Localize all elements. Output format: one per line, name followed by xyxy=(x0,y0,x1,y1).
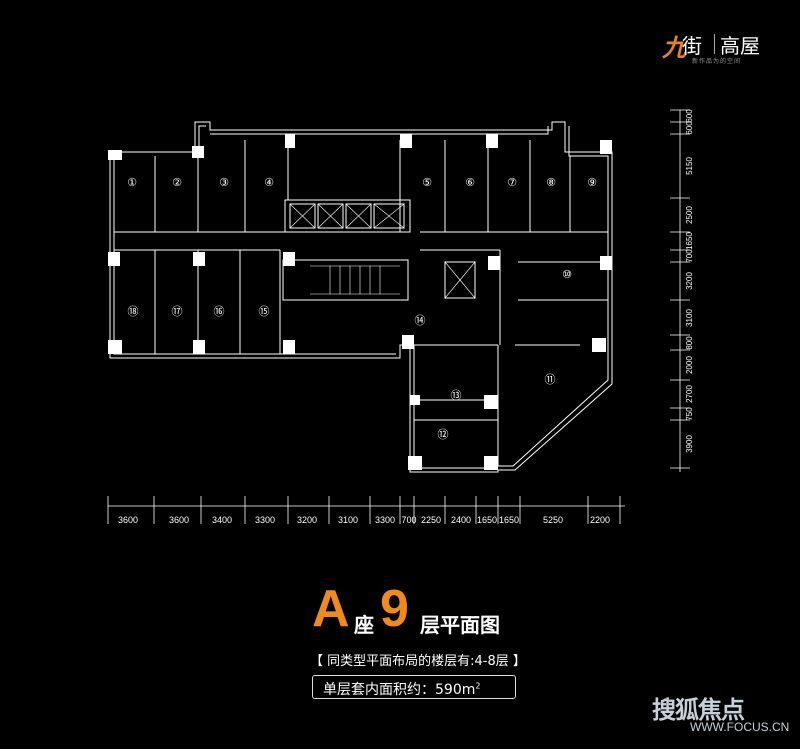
dim-right-13: 3900 xyxy=(685,435,694,453)
unit-label-9: ⑨ xyxy=(587,176,597,189)
unit-label-3: ③ xyxy=(219,176,229,189)
unit-label-1: ① xyxy=(127,176,137,189)
unit-label-5: ⑤ xyxy=(422,176,432,189)
dim-right-5: 1650 xyxy=(685,232,694,250)
plan-title: A 座 9 层平面图 xyxy=(312,580,612,645)
unit-label-8: ⑧ xyxy=(546,176,556,189)
title-floor: 9 xyxy=(380,580,409,638)
dim-right-10: 2000 xyxy=(685,356,694,374)
dim-bottom-10: 2400 xyxy=(451,515,471,525)
unit-label-7: ⑦ xyxy=(507,176,517,189)
dim-right-1: 600 xyxy=(685,109,694,123)
watermark-line2: WWW.FOCUS.CN xyxy=(690,720,790,734)
building-outline xyxy=(109,121,613,473)
dim-right-8: 3100 xyxy=(685,309,694,327)
dim-right-3: 5150 xyxy=(685,157,694,175)
unit-label-14: ⑭ xyxy=(415,314,426,327)
watermark-line1: 搜狐焦点 xyxy=(652,696,745,724)
dim-bottom-11: 1650 xyxy=(477,515,497,525)
brand-tagline: 新作品为的空间 xyxy=(692,59,742,65)
title-zuo: 座 xyxy=(354,613,374,637)
dim-bottom-12: 1650 xyxy=(499,515,519,525)
title-letter: A xyxy=(312,580,350,638)
area-text: 单层套内面积约：590m2 xyxy=(323,679,480,699)
title-rest: 层平面图 xyxy=(420,613,500,637)
dim-right-9: 800 xyxy=(685,336,694,350)
unit-label-15: ⑮ xyxy=(259,305,270,318)
unit-label-2: ② xyxy=(172,176,182,189)
brand-name: 高屋 xyxy=(720,34,760,58)
area-box: 单层套内面积约：590m2 xyxy=(312,675,516,699)
dim-right-11: 2700 xyxy=(685,385,694,403)
area-label: 单层套内面积约：590m xyxy=(323,682,476,698)
brand-divider xyxy=(714,34,715,54)
dim-right-2: 600 xyxy=(685,121,694,135)
unit-label-16: ⑯ xyxy=(214,305,225,318)
dim-bottom-14: 2200 xyxy=(590,515,610,525)
unit-label-17: ⑰ xyxy=(172,305,183,318)
dim-bottom-9: 2250 xyxy=(421,515,441,525)
dim-bottom-2: 3600 xyxy=(169,515,189,525)
dimension-right xyxy=(670,109,690,472)
area-sup: 2 xyxy=(475,681,481,691)
watermark: 搜狐焦点 WWW.FOCUS.CN xyxy=(652,690,792,740)
unit-label-12: ⑫ xyxy=(438,428,449,441)
stair-core xyxy=(282,259,409,301)
brand-mark: 九 xyxy=(662,33,686,62)
dim-right-12: 750 xyxy=(685,407,694,421)
dim-right-7: 3200 xyxy=(685,272,694,290)
dim-bottom-13: 5250 xyxy=(543,515,563,525)
unit-label-13: ⑬ xyxy=(451,389,462,402)
dimension-bottom xyxy=(107,496,625,524)
unit-label-18: ⑱ xyxy=(128,305,139,318)
dim-bottom-4: 3300 xyxy=(255,515,275,525)
unit-label-11: ⑪ xyxy=(545,373,556,386)
dim-bottom-8: 700 xyxy=(401,515,416,525)
unit-label-10: ⑩ xyxy=(562,268,572,281)
unit-label-6: ⑥ xyxy=(465,176,475,189)
dim-right-4: 2500 xyxy=(685,206,694,224)
dim-bottom-3: 3400 xyxy=(212,515,232,525)
elevator-core xyxy=(284,199,411,233)
dim-bottom-1: 3600 xyxy=(118,515,138,525)
brand-mark-2: 街 xyxy=(682,34,702,58)
brand-logo: 九 街 高屋 新作品为的空间 xyxy=(662,28,782,68)
unit-label-4: ④ xyxy=(264,176,274,189)
same-layout-note: 【 同类型平面布局的楼层有:4-8层 】 xyxy=(310,654,526,669)
dim-bottom-5: 3200 xyxy=(297,515,317,525)
dim-bottom-6: 3100 xyxy=(338,515,358,525)
dim-right-6: 700 xyxy=(685,249,694,263)
dim-bottom-7: 3300 xyxy=(375,515,395,525)
